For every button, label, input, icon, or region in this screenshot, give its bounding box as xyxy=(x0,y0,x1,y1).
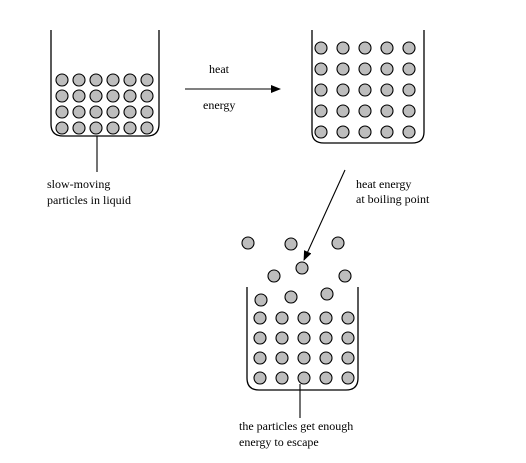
boiling-particle xyxy=(297,331,311,345)
boiling-beaker xyxy=(241,236,359,391)
heated-particle xyxy=(358,41,372,55)
heated-particle xyxy=(358,104,372,118)
boiling-label-line2: at boiling point xyxy=(356,192,430,206)
liquid-particle xyxy=(140,121,154,135)
heated-particle xyxy=(358,83,372,97)
liquid-beaker-outline xyxy=(50,30,160,137)
boiling-particle xyxy=(319,371,333,385)
boiling-particle xyxy=(253,311,267,325)
heated-particle xyxy=(380,125,394,139)
escaping-particle xyxy=(254,293,268,307)
liquid-particle xyxy=(123,89,137,103)
liquid-particle xyxy=(123,73,137,87)
liquid-particle xyxy=(123,105,137,119)
liquid-beaker xyxy=(50,30,160,137)
boiling-particle xyxy=(319,351,333,365)
escaping-particle xyxy=(284,237,298,251)
boiling-particles xyxy=(253,311,355,385)
liquid-particle xyxy=(89,105,103,119)
heated-beaker-outline xyxy=(311,30,425,144)
escaping-particles xyxy=(241,236,352,307)
heated-particles xyxy=(314,41,416,139)
energy-label: energy xyxy=(203,98,235,112)
liquid-particle xyxy=(55,121,69,135)
boiling-particle xyxy=(319,331,333,345)
escape-label-line2: energy to escape xyxy=(239,435,319,449)
boiling-particle xyxy=(275,351,289,365)
liquid-particle xyxy=(106,73,120,87)
heated-particle xyxy=(380,83,394,97)
heated-particle xyxy=(336,83,350,97)
boiling-particle xyxy=(275,331,289,345)
liquid-particle xyxy=(89,73,103,87)
heated-particle xyxy=(380,62,394,76)
escaping-particle xyxy=(284,290,298,304)
heated-particle xyxy=(402,104,416,118)
heated-particle xyxy=(380,104,394,118)
boiling-particle xyxy=(275,371,289,385)
heated-particle xyxy=(358,125,372,139)
heated-particle xyxy=(314,104,328,118)
heated-particle xyxy=(314,41,328,55)
escaping-particle xyxy=(241,236,255,250)
boiling-beaker-outline xyxy=(246,287,359,391)
heated-particle xyxy=(402,83,416,97)
boiling-particle xyxy=(253,371,267,385)
liquid-particle xyxy=(55,73,69,87)
liquid-particle xyxy=(72,121,86,135)
boiling-particle xyxy=(297,371,311,385)
boiling-arrow xyxy=(303,169,346,261)
heated-particle xyxy=(314,83,328,97)
liquid-particle xyxy=(106,89,120,103)
heated-particle xyxy=(336,62,350,76)
heated-particle xyxy=(336,125,350,139)
heat-label: heat xyxy=(209,62,230,76)
escaping-particle xyxy=(331,236,345,250)
liquid-particle xyxy=(140,105,154,119)
heated-particle xyxy=(402,62,416,76)
escape-label-line1: the particles get enough xyxy=(239,419,353,433)
liquid-particle xyxy=(140,73,154,87)
liquid-particle xyxy=(140,89,154,103)
liquid-particle xyxy=(72,89,86,103)
heated-particle xyxy=(336,41,350,55)
boiling-particle xyxy=(341,371,355,385)
boiling-particle xyxy=(253,351,267,365)
liquid-particle xyxy=(55,89,69,103)
escaping-particle xyxy=(295,261,309,275)
heated-particle xyxy=(402,41,416,55)
heated-particle xyxy=(380,41,394,55)
boiling-particle xyxy=(297,311,311,325)
liquid-particles xyxy=(55,73,154,135)
boiling-particle xyxy=(253,331,267,345)
liquid-label-line1: slow-moving xyxy=(47,177,110,191)
liquid-particle xyxy=(106,105,120,119)
liquid-particle xyxy=(72,105,86,119)
liquid-label-line2: particles in liquid xyxy=(47,193,131,207)
boiling-particle xyxy=(275,311,289,325)
boiling-particle xyxy=(297,351,311,365)
liquid-particle xyxy=(89,89,103,103)
boiling-particle xyxy=(341,351,355,365)
heated-particle xyxy=(314,62,328,76)
liquid-particle xyxy=(106,121,120,135)
boiling-particle xyxy=(319,311,333,325)
heated-particle xyxy=(314,125,328,139)
heated-particle xyxy=(358,62,372,76)
escaping-particle xyxy=(267,269,281,283)
heated-beaker xyxy=(311,30,425,144)
boiling-particle xyxy=(341,311,355,325)
boiling-particle xyxy=(341,331,355,345)
liquid-particle xyxy=(89,121,103,135)
heated-particle xyxy=(336,104,350,118)
heated-particle xyxy=(402,125,416,139)
liquid-particle xyxy=(55,105,69,119)
boiling-label-line1: heat energy xyxy=(356,177,411,191)
escaping-particle xyxy=(320,287,334,301)
liquid-particle xyxy=(123,121,137,135)
escaping-particle xyxy=(338,269,352,283)
liquid-particle xyxy=(72,73,86,87)
